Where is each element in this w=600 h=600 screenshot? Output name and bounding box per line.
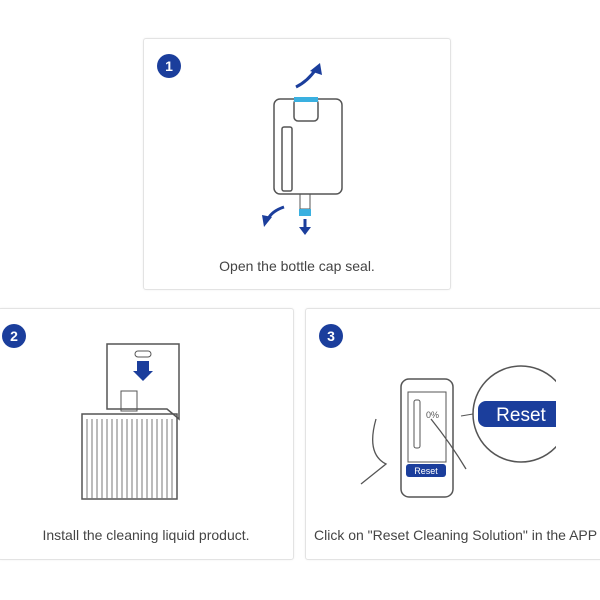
step-2-card: 2 Install the cleaning liquid product.: [0, 308, 294, 560]
step-number-badge: 2: [2, 324, 26, 348]
step-number-badge: 3: [319, 324, 343, 348]
phone-level-text: 0%: [426, 410, 439, 420]
zoomed-reset-button: Reset: [496, 405, 546, 426]
step-caption: Click on "Reset Cleaning Solution" in th…: [314, 527, 598, 543]
phone-reset-button: Reset: [414, 466, 438, 476]
step-caption: Open the bottle cap seal.: [219, 258, 375, 274]
step-3-card: 3 0% Reset Reset Click on "Reset Cleanin…: [305, 308, 600, 560]
step-caption: Install the cleaning liquid product.: [42, 527, 250, 543]
bottle-illustration: [262, 63, 343, 235]
phone-hand-illustration: 0% Reset Reset: [360, 365, 556, 498]
install-illustration: [81, 343, 180, 500]
step-1-card: 1 Open the bottle cap seal.: [143, 38, 451, 290]
step-number-badge: 1: [157, 54, 181, 78]
